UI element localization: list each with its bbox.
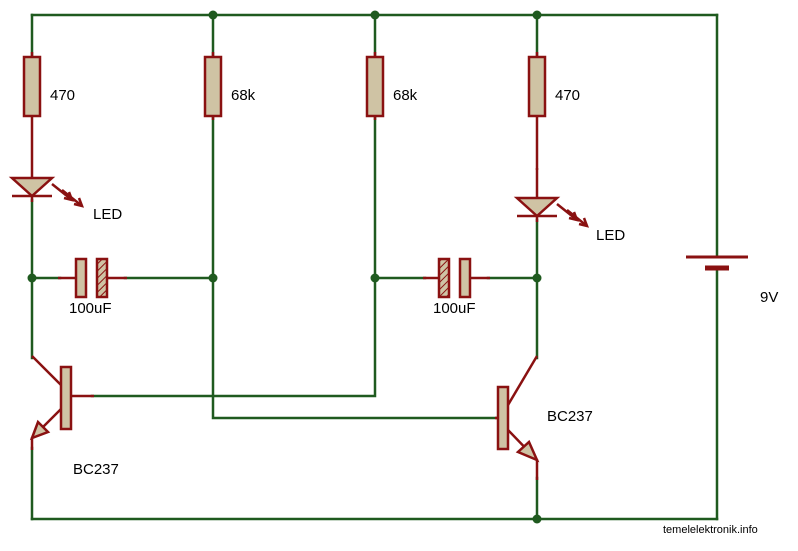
junction-dot: [532, 514, 542, 524]
wires: [30, 13, 719, 521]
resistor-value-label: 68k: [231, 87, 256, 104]
capacitor-polarized-plate: [437, 257, 451, 299]
capacitor-value-label: 100uF: [433, 300, 476, 317]
junction-dot: [370, 10, 380, 20]
resistor-value-label: 68k: [393, 87, 418, 104]
junction-dot: [27, 273, 37, 283]
site-credit: temelelektronik.info: [663, 524, 758, 536]
led-diode-symbol: [8, 176, 56, 198]
transistor-q-left: BC237: [29, 355, 119, 478]
transistor-base-bar: [496, 385, 510, 451]
led-left: LED: [8, 148, 122, 223]
resistor-value-label: 470: [50, 87, 75, 104]
light-arrows-icon: [556, 203, 590, 228]
resistor-r-mid-left: 68k: [203, 52, 256, 120]
transistor-label: BC237: [73, 461, 119, 478]
transistor-q-right: BC237: [495, 355, 593, 480]
led-label: LED: [596, 227, 625, 244]
transistor-label: BC237: [547, 408, 593, 425]
mid-right-vertical-wire: [90, 116, 377, 398]
capacitor-plate: [458, 257, 472, 299]
junctions: [27, 10, 542, 524]
led-right: LED: [513, 168, 625, 244]
capacitor-right: 100uF: [423, 257, 490, 317]
transistor-base-bar: [59, 365, 73, 431]
led-label: LED: [93, 206, 122, 223]
resistor-value-label: 470: [555, 87, 580, 104]
collector-lead: [506, 355, 539, 406]
emitter-arrow-icon: [29, 419, 51, 441]
battery-label: 9V: [760, 289, 778, 306]
capacitor-value-label: 100uF: [69, 300, 112, 317]
junction-dot: [208, 10, 218, 20]
capacitor-polarized-plate: [95, 257, 109, 299]
resistor-r-right: 470: [527, 52, 580, 170]
resistor-r-left: 470: [22, 52, 75, 148]
emitter-arrow-icon: [515, 439, 540, 463]
mid-left-vertical-wire: [211, 116, 499, 420]
junction-dot: [208, 273, 218, 283]
junction-dot: [532, 10, 542, 20]
collector-lead: [31, 355, 62, 386]
battery: 9V: [686, 255, 778, 306]
led-diode-symbol: [513, 196, 561, 218]
junction-dot: [532, 273, 542, 283]
resistor-r-mid-right: 68k: [365, 52, 418, 120]
capacitor-left: 100uF: [58, 257, 127, 317]
capacitor-plate: [74, 257, 88, 299]
junction-dot: [370, 273, 380, 283]
light-arrows-icon: [51, 183, 85, 208]
